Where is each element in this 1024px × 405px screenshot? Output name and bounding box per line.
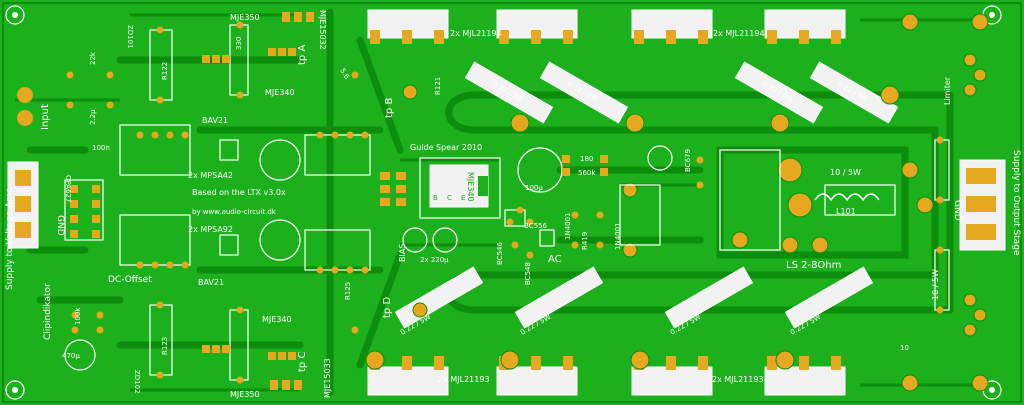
small-component-outlines <box>64 24 950 381</box>
label-bav21-bottom: BAV21 <box>198 278 224 287</box>
left-supply-connector <box>7 161 39 249</box>
label-mje350-bottom: MJE350 <box>230 390 260 399</box>
label-bc679: BC679 <box>684 149 692 172</box>
label-mje340-center: MJE340 <box>466 172 475 202</box>
label-zd101: ZD101 <box>126 25 134 49</box>
label-zd102: ZD102 <box>133 370 141 394</box>
label-opa627: OPA627 <box>64 175 72 202</box>
label-mpsa42: 2x MPSA42 <box>188 171 233 180</box>
label-r122: R122 <box>161 62 169 80</box>
label-560k: 560k <box>578 169 596 177</box>
label-100u: 100µ <box>525 184 543 192</box>
label-mje340-top: MJE340 <box>265 88 295 97</box>
label-website: by www.audio-circuit.dk <box>192 208 277 216</box>
label-bias: BIAS <box>398 244 407 262</box>
silkscreen-text: Supply to Voltage Amp Supply to Output S… <box>5 10 1021 399</box>
label-mje15032: MJE15032 <box>318 10 327 50</box>
label-330: 330 <box>235 37 243 50</box>
label-gnd-left: GND <box>55 215 65 236</box>
label-100n: 100n <box>92 144 110 152</box>
label-220u: 2x 220µ <box>420 256 449 264</box>
label-ls: LS 2-8Ohm <box>786 260 841 271</box>
label-supply-left: Supply to Voltage Amp <box>5 187 15 290</box>
label-mjl21194-2: 2x MJL21194 <box>713 29 765 38</box>
inductor-coil <box>814 193 880 202</box>
small-pads <box>70 12 608 390</box>
emitter-resistors <box>394 61 899 329</box>
label-r10-5w-top: 10 / 5W <box>830 168 861 177</box>
label-bc556: BC556 <box>524 222 547 230</box>
label-180: 180 <box>580 155 593 163</box>
label-input: Input <box>40 104 51 130</box>
label-1n4001-b: 1N4001 <box>614 222 622 250</box>
label-tp-a: tp A <box>297 45 308 65</box>
label-supply-right: Supply to Output Stage <box>1011 150 1021 256</box>
output-pads-top <box>370 30 841 44</box>
label-r125: R125 <box>344 282 352 300</box>
label-guide: Guide Spear 2010 <box>410 143 482 152</box>
output-transistors-bottom <box>367 366 846 396</box>
center-transistor-tab <box>478 176 488 196</box>
label-tp-d: tp D <box>382 297 393 318</box>
label-limiter: Limiter <box>943 76 952 105</box>
label-10: 10 <box>900 344 909 352</box>
label-bc548: BC548 <box>524 262 532 285</box>
label-ac: AC <box>548 254 562 265</box>
label-r121: R121 <box>434 77 442 95</box>
label-mje340-bottom: MJE340 <box>262 315 292 324</box>
label-clipindicator: Clipindikator <box>43 283 53 340</box>
label-r123: R123 <box>161 337 169 355</box>
label-tp-b: tp B <box>384 98 395 118</box>
label-mjl21194-1: 2x MJL21194 <box>450 29 502 38</box>
label-bav21-top: BAV21 <box>202 116 228 125</box>
label-1n4001-a: 1N4001 <box>564 212 572 240</box>
label-r10-5w-right: 10 / 5W <box>931 269 940 300</box>
label-gnd-right: GND <box>952 200 962 221</box>
label-100k: 100k <box>74 307 82 325</box>
label-l101: L101 <box>836 207 856 216</box>
label-b: B <box>433 194 438 202</box>
label-tp-c: tp C <box>297 352 308 372</box>
input-connector <box>17 87 33 126</box>
label-mjl21193-1: 2x MJL21193 <box>438 375 490 384</box>
round-pads <box>66 21 944 384</box>
label-r419: R419 <box>581 232 589 250</box>
label-mpsa92: 2x MPSA92 <box>188 225 233 234</box>
label-e: E <box>461 194 465 202</box>
label-bc546: BC546 <box>496 242 504 265</box>
large-pads <box>365 13 989 392</box>
right-supply-connector <box>959 159 1006 251</box>
label-22k: 22k <box>89 51 97 65</box>
label-mje15033: MJE15033 <box>323 358 332 398</box>
label-mjl21193-2: 2x MJL21193 <box>712 375 764 384</box>
label-dc-offset: DC-Offset <box>108 275 152 285</box>
label-470u: 470µ <box>62 352 80 360</box>
label-based-on: Based on the LTX v3.0x <box>192 188 286 197</box>
label-2-2u: 2.2µ <box>89 109 97 125</box>
label-c: C <box>447 194 452 202</box>
label-mje350-top: MJE350 <box>230 13 260 22</box>
